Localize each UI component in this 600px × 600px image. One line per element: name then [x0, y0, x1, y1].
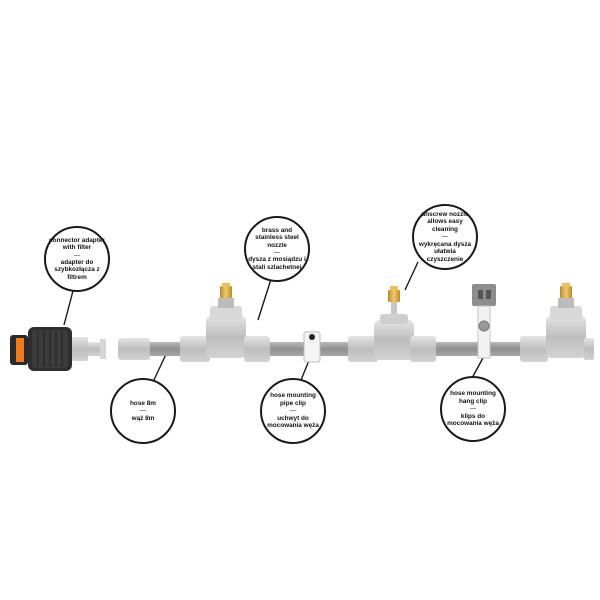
tee-fitting-3 — [520, 283, 594, 362]
callout-hose: hose 8m — wąż 8m — [110, 378, 176, 444]
callout-unscrew-nozzle-pl: wykręcana dysza ułatwia czyszczenie — [418, 240, 472, 263]
pipe-clip — [303, 331, 321, 363]
callout-pipe-clip-dash: — — [289, 407, 297, 415]
callout-hang-clip-dash: — — [469, 405, 477, 413]
tee-fitting-1 — [180, 283, 270, 362]
callout-pipe-clip-pl: uchwyt do mocowania węża — [267, 414, 319, 430]
callout-hang-clip: hose mounting hang clip — klips do mocow… — [440, 376, 506, 442]
brass-nozzle-3 — [560, 286, 572, 298]
leader-unscrew-nozzle — [404, 261, 419, 291]
brass-nozzle-1 — [220, 286, 232, 298]
callout-pipe-clip-en: hose mounting pipe clip — [270, 392, 316, 407]
callout-unscrew-nozzle-dash: — — [441, 233, 449, 241]
callout-brass-nozzle-en: brass and stainless steel nozzle — [255, 226, 299, 249]
callout-hang-clip-pl: klips do mocowania węża — [447, 412, 499, 428]
callout-connector-adapter: connector adapter with filter — adapter … — [44, 226, 110, 292]
callout-hose-pl: wąż 8m — [131, 414, 155, 422]
callout-brass-nozzle-pl: dysza z mosiądzu i stali szlachetnej — [248, 256, 306, 271]
callout-hose-en: hose 8m — [130, 399, 156, 407]
connector-adapter — [10, 327, 106, 371]
callout-hang-clip-en: hose mounting hang clip — [450, 390, 496, 405]
callout-connector-en: connector adapter with filter — [49, 236, 105, 252]
callout-unscrew-nozzle-en: unscrew nozzle allows easy cleaning — [421, 211, 469, 233]
leader-brass-nozzle — [257, 275, 273, 321]
brass-nozzle-2 — [388, 290, 400, 302]
callout-brass-nozzle: brass and stainless steel nozzle — dysza… — [244, 216, 310, 282]
callout-brass-nozzle-dash: — — [273, 249, 281, 256]
tee-fitting-2 — [348, 286, 436, 362]
leader-connector — [63, 286, 75, 326]
callout-hose-dash: — — [139, 407, 147, 415]
callout-pipe-clip: hose mounting pipe clip — uchwyt do moco… — [260, 378, 326, 444]
callout-connector-pl: adapter do szybkozłącza z filtrem — [54, 259, 100, 281]
hang-clip — [472, 284, 496, 359]
hose-end-fitting — [118, 338, 150, 360]
callout-unscrew-nozzle: unscrew nozzle allows easy cleaning — wy… — [412, 204, 478, 270]
callout-connector-dash: — — [73, 251, 81, 259]
